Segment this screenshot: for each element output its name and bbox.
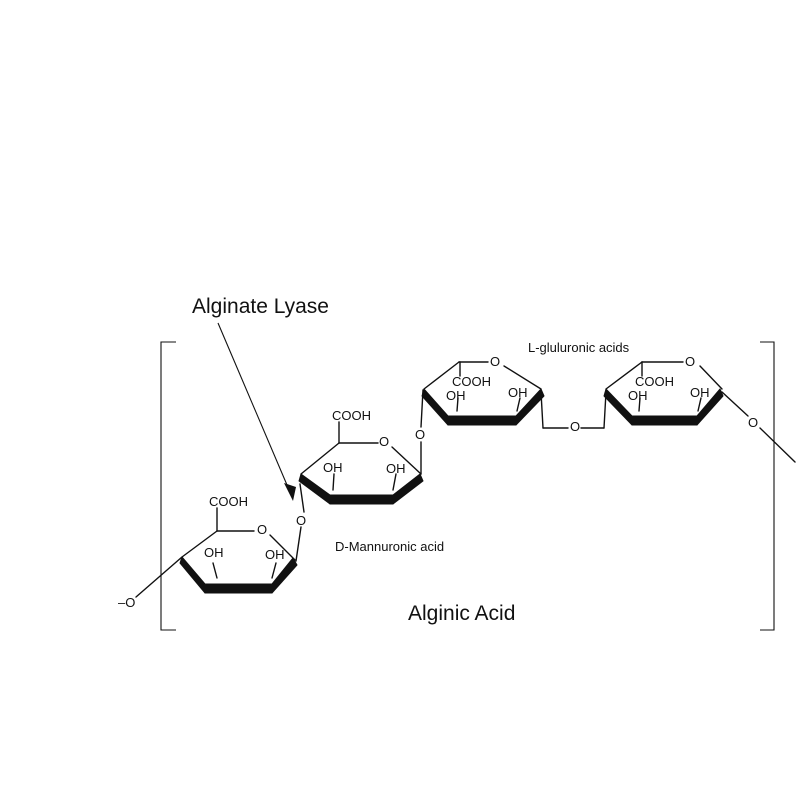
cleavage-arrow-head [284,483,296,501]
ring-1-oxygen: O [257,522,267,537]
ring-2: O COOH OH OH [298,408,424,505]
chain-start-oxygen: –O [118,595,135,610]
ring-4-right-wedge [696,388,724,426]
ring-1-left-wedge [179,556,206,594]
ring-1-oh-right: OH [265,547,285,562]
ring-3-right-wedge [515,388,545,426]
ring-2-left-wedge [298,473,331,505]
ring-1-right-wedge [271,557,298,594]
cleavage-arrow-shaft [217,322,291,493]
ring-2-cooh: COOH [332,408,371,423]
ring-2-oxygen: O [379,434,389,449]
enzyme-label: Alginate Lyase [192,295,329,318]
ring-3-oh-right: OH [508,385,528,400]
ring-3: O COOH OH OH [421,354,545,429]
l-guluronic-label: L-gluluronic acids [528,340,630,355]
ring-3-cooh: COOH [452,374,491,389]
ring-4-oh-right: OH [690,385,710,400]
ring-4: O COOH OH OH [603,354,749,426]
ring-4-cooh: COOH [635,374,674,389]
ring-2-right-wedge [392,473,424,505]
linkage-oxygen-3: O [570,419,580,434]
left-bracket [160,341,176,631]
ring-1: O COOH OH OH [135,494,302,598]
ring-4-left-wedge [603,388,633,426]
ring-3-oh-left: OH [446,388,466,403]
ring-1-oh-left: OH [204,545,224,560]
ring-2-front-bond [329,494,394,505]
ring-3-oxygen: O [490,354,500,369]
ring-2-oh-left: OH [323,460,343,475]
title: Alginic Acid [408,602,515,625]
ring-2-oh-right: OH [386,461,406,476]
ring-4-front-bond [631,415,698,426]
ring-3-left-wedge [421,388,449,426]
d-mannuronic-label: D-Mannuronic acid [335,539,444,554]
linkage-oxygen-1: O [296,513,306,528]
ring-4-oxygen: O [685,354,695,369]
chain-end-oxygen: O [748,415,758,430]
ring-1-front-bond [204,583,273,594]
right-bracket [760,341,775,631]
ring-4-oh-left: OH [628,388,648,403]
linkage-oxygen-2: O [415,427,425,442]
ring-3-front-bond [447,415,517,426]
ring-1-cooh: COOH [209,494,248,509]
